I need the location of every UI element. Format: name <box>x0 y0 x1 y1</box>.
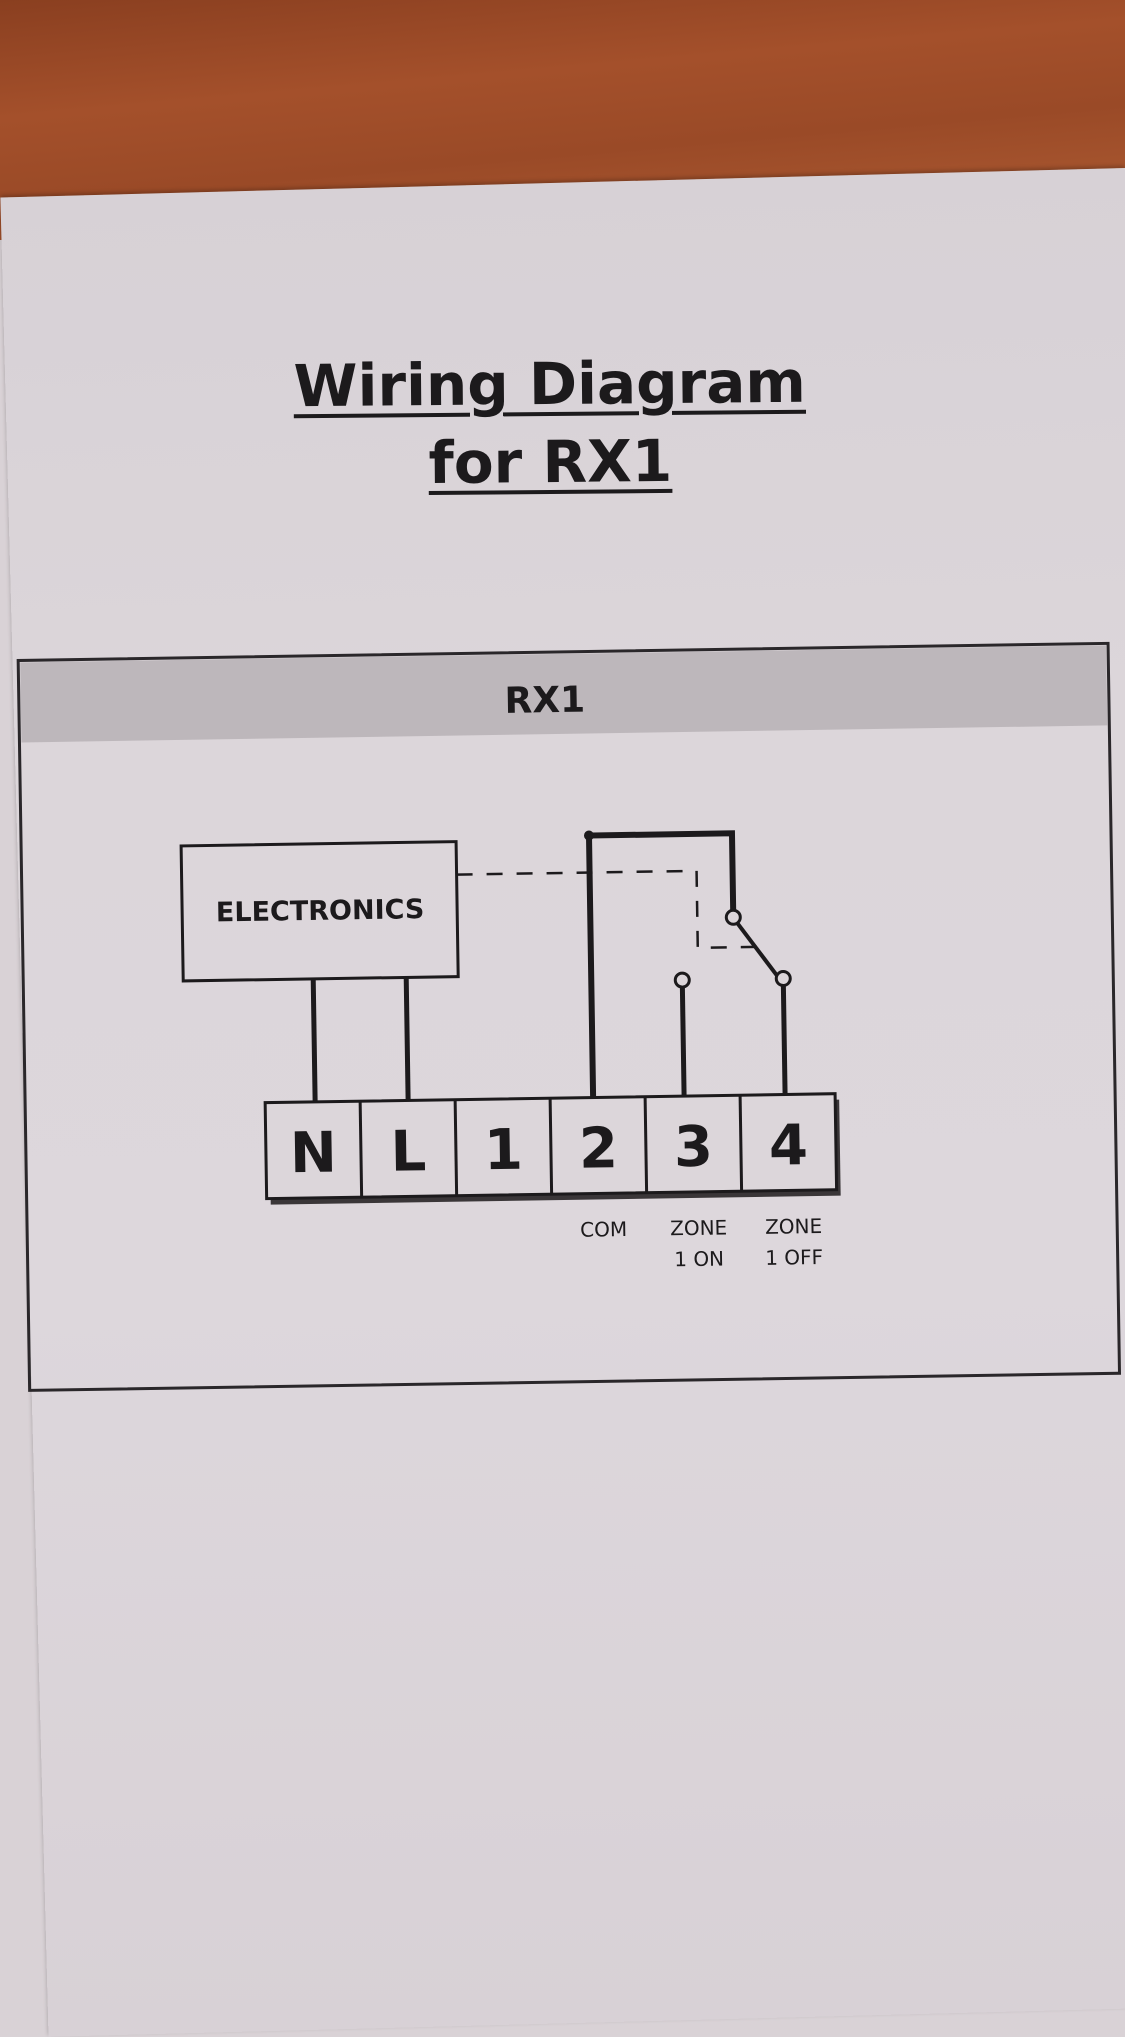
terminal-divider <box>358 1101 364 1198</box>
zone1-off-contact <box>774 970 792 988</box>
terminal-divider <box>548 1098 554 1195</box>
panel-header-title: RX1 <box>504 680 585 722</box>
panel-header-band <box>20 645 1108 743</box>
terminal-4: 4 <box>768 1113 808 1179</box>
relay-pivot-contact <box>724 908 742 926</box>
terminal-4-caption-2: 1 OFF <box>765 1245 823 1270</box>
wire-com-to-relay <box>585 830 737 1098</box>
terminal-divider <box>738 1095 744 1192</box>
terminal-3-caption-1: ZONE <box>670 1215 727 1240</box>
wire-zone1-on <box>679 988 687 1097</box>
com-junction-dot <box>583 830 594 841</box>
terminal-divider <box>643 1096 649 1193</box>
terminal-3-caption-2: 1 ON <box>674 1246 724 1271</box>
diagram-panel-frame <box>16 641 1122 1392</box>
electronics-label: ELECTRONICS <box>216 894 425 928</box>
terminal-2: 2 <box>578 1116 618 1182</box>
relay-switch-arm <box>735 922 781 980</box>
terminal-3: 3 <box>673 1115 713 1181</box>
terminal-4-caption-1: ZONE <box>765 1214 822 1239</box>
relay-control-dashed-line <box>456 869 766 950</box>
wire-zone1-off <box>780 986 788 1095</box>
electronics-box <box>179 840 460 983</box>
terminal-1: 1 <box>483 1118 523 1184</box>
terminal-n: N <box>290 1121 338 1187</box>
terminal-divider <box>453 1099 459 1196</box>
wire-electronics-to-n <box>310 978 318 1102</box>
terminal-l: L <box>390 1119 427 1185</box>
zone1-on-contact <box>673 971 691 989</box>
terminal-2-caption-1: COM <box>580 1217 627 1242</box>
wire-electronics-to-l <box>403 977 411 1101</box>
